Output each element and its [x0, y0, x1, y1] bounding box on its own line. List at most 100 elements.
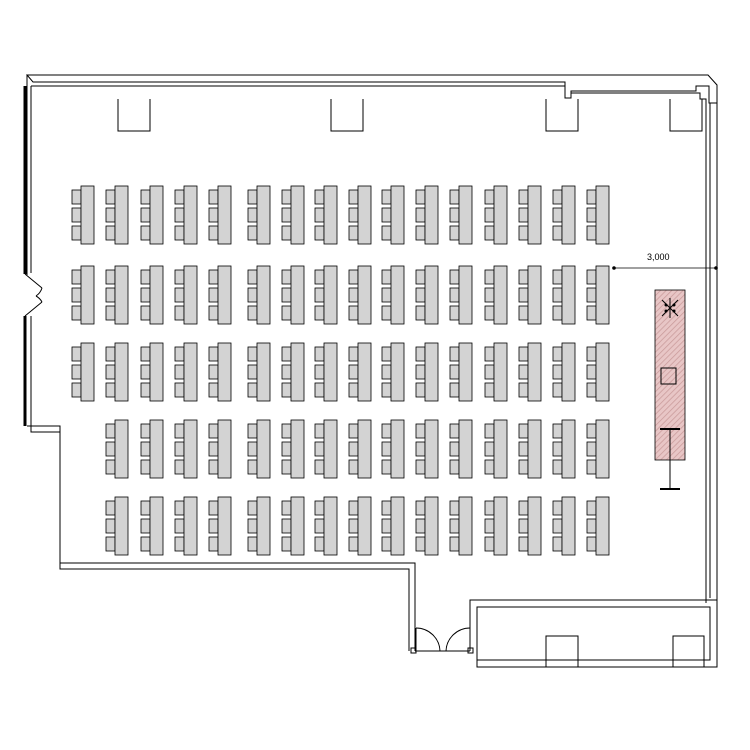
chair [247, 364, 258, 380]
chair [415, 305, 426, 321]
desk-unit [174, 185, 198, 245]
desk [561, 265, 576, 325]
desk [595, 265, 610, 325]
chair [348, 459, 359, 475]
desk [290, 419, 305, 479]
chair [281, 346, 292, 362]
chair [484, 459, 495, 475]
chair [552, 305, 563, 321]
desk-unit [415, 496, 439, 556]
chair [552, 364, 563, 380]
desk-unit [247, 185, 271, 245]
desk-unit [314, 496, 338, 556]
chair [381, 518, 392, 534]
chair [314, 382, 325, 398]
desk [183, 496, 198, 556]
chair [586, 287, 597, 303]
desk [357, 496, 372, 556]
chair [415, 500, 426, 516]
chair [449, 225, 460, 241]
seating-row-3 [71, 342, 610, 402]
chair [314, 287, 325, 303]
chair [348, 441, 359, 457]
chair [552, 382, 563, 398]
chair [71, 305, 82, 321]
chair [415, 346, 426, 362]
desk-unit [552, 185, 576, 245]
desk-unit [586, 419, 610, 479]
chair [140, 518, 151, 534]
chair [484, 346, 495, 362]
chair [586, 536, 597, 552]
desk-unit [140, 265, 164, 325]
chair [174, 382, 185, 398]
desk-unit [518, 496, 542, 556]
chair [415, 441, 426, 457]
chair [247, 382, 258, 398]
chair [208, 364, 219, 380]
projector-screen-icon [660, 428, 680, 490]
chair [208, 518, 219, 534]
chair [105, 189, 116, 205]
chair [552, 500, 563, 516]
desk [114, 419, 129, 479]
chair [381, 207, 392, 223]
chair [449, 441, 460, 457]
chair [140, 269, 151, 285]
desk-unit [484, 185, 508, 245]
desk-unit [247, 342, 271, 402]
walls [23, 74, 718, 668]
seating-row-1 [71, 185, 610, 245]
desk-unit [552, 265, 576, 325]
desk [256, 185, 271, 245]
chair [381, 364, 392, 380]
desk-unit [208, 419, 232, 479]
desk [290, 496, 305, 556]
desk [527, 185, 542, 245]
chair [415, 382, 426, 398]
desk-unit [208, 342, 232, 402]
chair [348, 382, 359, 398]
desk [595, 342, 610, 402]
desk-unit [348, 496, 372, 556]
desk [357, 419, 372, 479]
desk [323, 419, 338, 479]
chair [348, 423, 359, 439]
desk-unit [174, 342, 198, 402]
chair [518, 346, 529, 362]
chair [314, 207, 325, 223]
chair [586, 441, 597, 457]
chair [381, 500, 392, 516]
chair [415, 269, 426, 285]
chair [140, 305, 151, 321]
desk-unit [484, 496, 508, 556]
chair [174, 269, 185, 285]
chair [314, 536, 325, 552]
desk [493, 496, 508, 556]
chair [484, 364, 495, 380]
desk-unit [586, 185, 610, 245]
desk-unit [381, 265, 405, 325]
desk-unit [140, 496, 164, 556]
chair [247, 459, 258, 475]
desk [458, 265, 473, 325]
desk-unit [71, 342, 95, 402]
desk-unit [105, 419, 129, 479]
chair [140, 382, 151, 398]
chair [381, 459, 392, 475]
desk [595, 419, 610, 479]
desk [458, 496, 473, 556]
chair [449, 536, 460, 552]
desk [390, 185, 405, 245]
side-door[interactable] [24, 273, 43, 317]
chair [586, 207, 597, 223]
chair [208, 441, 219, 457]
seating-row-5 [105, 496, 610, 556]
chair [71, 207, 82, 223]
entrance-double-door[interactable] [410, 627, 474, 654]
columns-top [117, 99, 703, 132]
desk [424, 496, 439, 556]
chair [518, 287, 529, 303]
desk-unit [314, 342, 338, 402]
chair [71, 189, 82, 205]
